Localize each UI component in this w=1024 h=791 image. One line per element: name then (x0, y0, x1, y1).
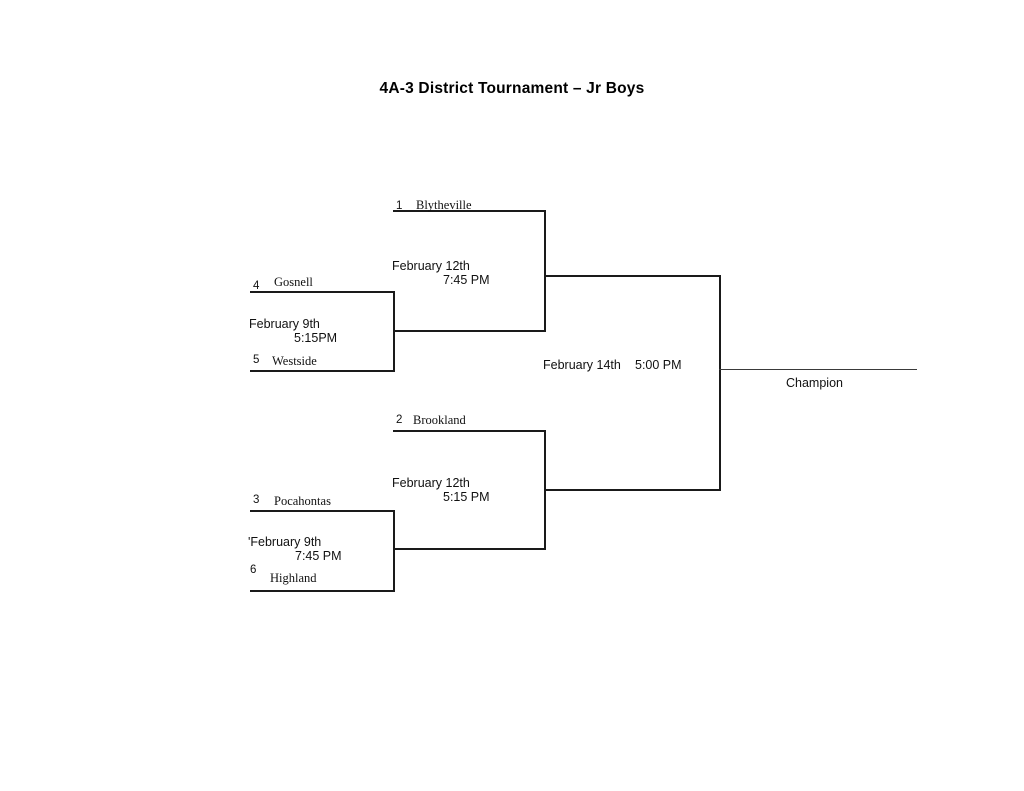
champion-label: Champion (786, 376, 843, 390)
game-1-time: 5:15PM (294, 331, 338, 345)
team-brookland: Brookland (413, 413, 466, 427)
advance-line-game-4 (544, 489, 721, 491)
seed-blytheville: 1 (396, 200, 403, 212)
team-gosnell: Gosnell (274, 275, 313, 289)
team-westside: Westside (272, 354, 317, 368)
seed-westside: 5 (253, 354, 260, 366)
game-5-date: February 14th (543, 358, 621, 372)
game-1-date: February 9th (249, 317, 320, 331)
seed-highland: 6 (250, 564, 257, 576)
advance-line-game-1 (393, 330, 545, 332)
team-pocahontas: Pocahontas (274, 494, 331, 508)
game-3-date: February 12th (392, 259, 470, 273)
team-line-highland (250, 590, 395, 592)
game-3-time: 7:45 PM (443, 273, 490, 287)
advance-line-game-3 (544, 275, 721, 277)
team-highland: Highland (270, 571, 317, 585)
game-4-time: 5:15 PM (443, 490, 490, 504)
connector-game-2 (393, 510, 395, 591)
connector-game-3 (544, 210, 546, 332)
game-5-time: 5:00 PM (635, 358, 682, 372)
team-blytheville: Blytheville (416, 198, 472, 212)
game-4-date: February 12th (392, 476, 470, 490)
champion-line (719, 369, 917, 370)
team-line-gosnell (250, 291, 395, 293)
team-line-westside (250, 370, 395, 372)
seed-brookland: 2 (396, 414, 403, 426)
connector-final (719, 275, 721, 491)
team-line-blytheville (393, 210, 545, 212)
team-line-brookland (393, 430, 545, 432)
game-2-date: 'February 9th (248, 535, 322, 549)
seed-gosnell: 4 (253, 280, 260, 292)
page-title: 4A-3 District Tournament – Jr Boys (379, 80, 645, 97)
game-2-time: 7:45 PM (295, 549, 342, 563)
seed-pocahontas: 3 (253, 494, 260, 506)
team-line-pocahontas (250, 510, 395, 512)
advance-line-game-2 (393, 548, 545, 550)
